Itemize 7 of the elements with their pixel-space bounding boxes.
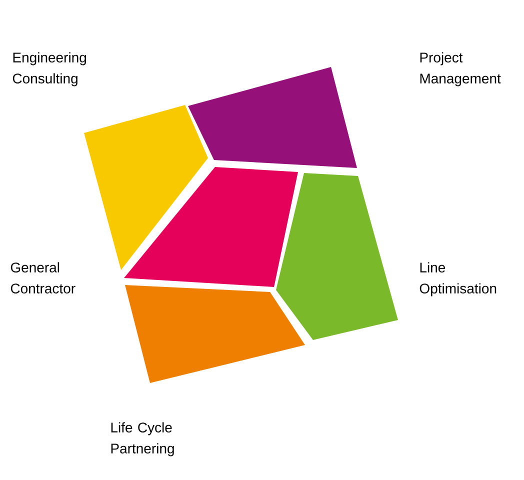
tile bbox=[188, 67, 357, 168]
tile bbox=[276, 173, 398, 340]
tile bbox=[124, 167, 298, 287]
tile-label: Project Management bbox=[420, 52, 501, 86]
tile-label: General Contractor bbox=[10, 262, 76, 294]
tile bbox=[84, 105, 208, 270]
tile bbox=[125, 285, 305, 383]
